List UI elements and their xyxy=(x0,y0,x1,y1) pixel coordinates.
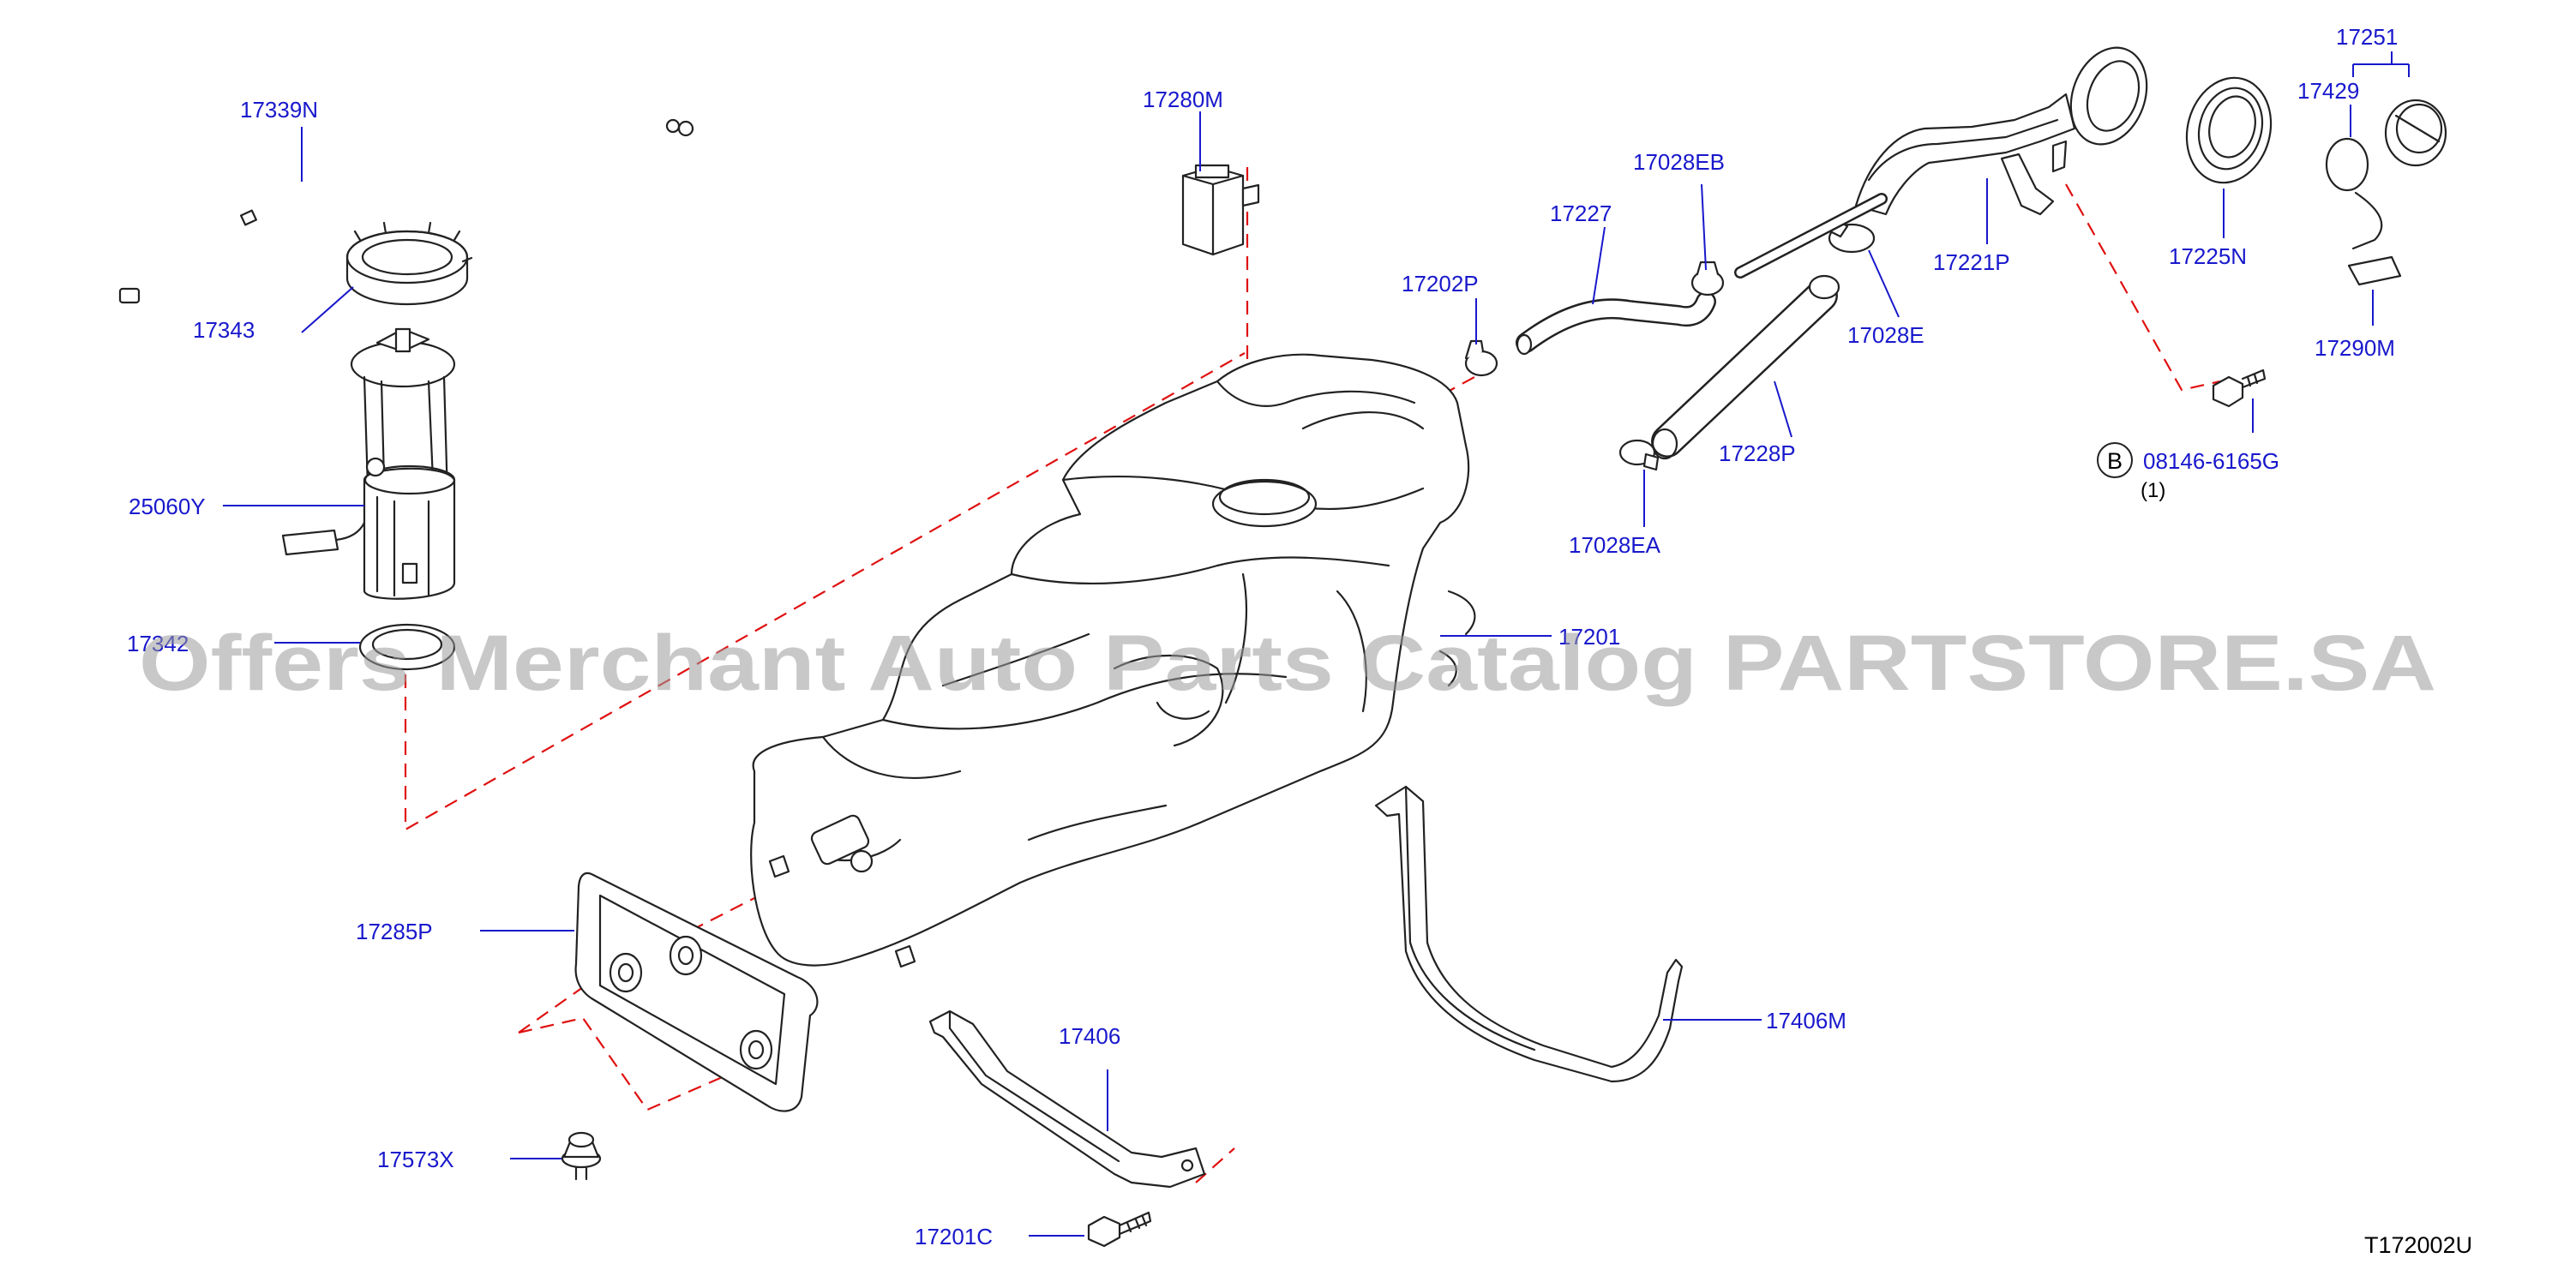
part-label: 17406 xyxy=(1059,1023,1120,1049)
part-label: 17201 xyxy=(1558,624,1620,650)
tank-strap-17406m xyxy=(1374,785,1684,1083)
filler-neck-17221p xyxy=(1734,46,2148,279)
bolt-part-number: 08146-6165G xyxy=(2143,448,2279,474)
part-label: 17285P xyxy=(356,919,433,944)
part-label: 17406M xyxy=(1766,1008,1846,1033)
part-label: 17028EB xyxy=(1633,149,1725,175)
part-label: 17228P xyxy=(1719,440,1796,466)
sensor-17280m xyxy=(1181,164,1260,256)
bolt-08146-6165g xyxy=(2212,368,2267,408)
fuel-pump-module-25060y xyxy=(281,327,456,600)
part-label: 17227 xyxy=(1550,201,1612,226)
part-label: 17343 xyxy=(193,317,255,343)
part-label: 17225N xyxy=(2169,243,2247,269)
heat-shield-17285p xyxy=(574,872,819,1112)
part-label: 17429 xyxy=(2297,78,2359,104)
part-label: 17251 xyxy=(2336,24,2398,50)
bolt-callout: B 08146-6165G (1) xyxy=(2097,442,2279,502)
clip-17573x xyxy=(561,1131,602,1181)
part-label: 17280M xyxy=(1143,87,1223,112)
gasket-17342 xyxy=(358,623,456,671)
tank-strap-17406 xyxy=(928,1009,1206,1189)
part-label: 17573X xyxy=(377,1147,454,1172)
bolt-marker-circle xyxy=(2097,442,2133,478)
leader-lines xyxy=(223,51,2410,1237)
bolt-17201c xyxy=(1087,1211,1152,1248)
fuel-line-17339n xyxy=(65,93,694,304)
fuel-tank xyxy=(750,353,1476,968)
bolt-marker-letter: B xyxy=(2107,448,2123,474)
diagram-reference-code: T172002U xyxy=(2364,1232,2472,1258)
watermark-text: Offers Merchant Auto Parts Catalog PARTS… xyxy=(139,620,2436,707)
hose-17228p xyxy=(1651,274,1840,460)
clamp-17202p xyxy=(1464,339,1498,377)
lock-ring-17343 xyxy=(345,221,473,306)
hose-17227 xyxy=(1516,291,1716,356)
cap-tether-17429 xyxy=(2325,137,2383,250)
clamp-17028ea xyxy=(1618,439,1660,471)
part-label: 17201C xyxy=(915,1224,993,1249)
part-label: 17290M xyxy=(2315,335,2395,361)
part-label: 17339N xyxy=(240,97,318,123)
part-label: 17342 xyxy=(127,631,189,656)
label-17290m xyxy=(2347,255,2402,286)
part-label: 17028E xyxy=(1847,322,1924,348)
clamp-17028eb xyxy=(1690,261,1725,297)
part-label: 17221P xyxy=(1933,249,2010,275)
fuel-cap-17251 xyxy=(2384,99,2447,167)
part-label: 17028EA xyxy=(1569,532,1661,558)
bolt-quantity: (1) xyxy=(2141,479,2165,502)
part-label: 17202P xyxy=(1402,271,1479,297)
part-labels: 17339N 17343 25060Y 17342 17280M 17201 1… xyxy=(127,24,2398,1249)
filler-seal-17225n xyxy=(2185,76,2273,184)
part-label: 25060Y xyxy=(129,494,206,519)
